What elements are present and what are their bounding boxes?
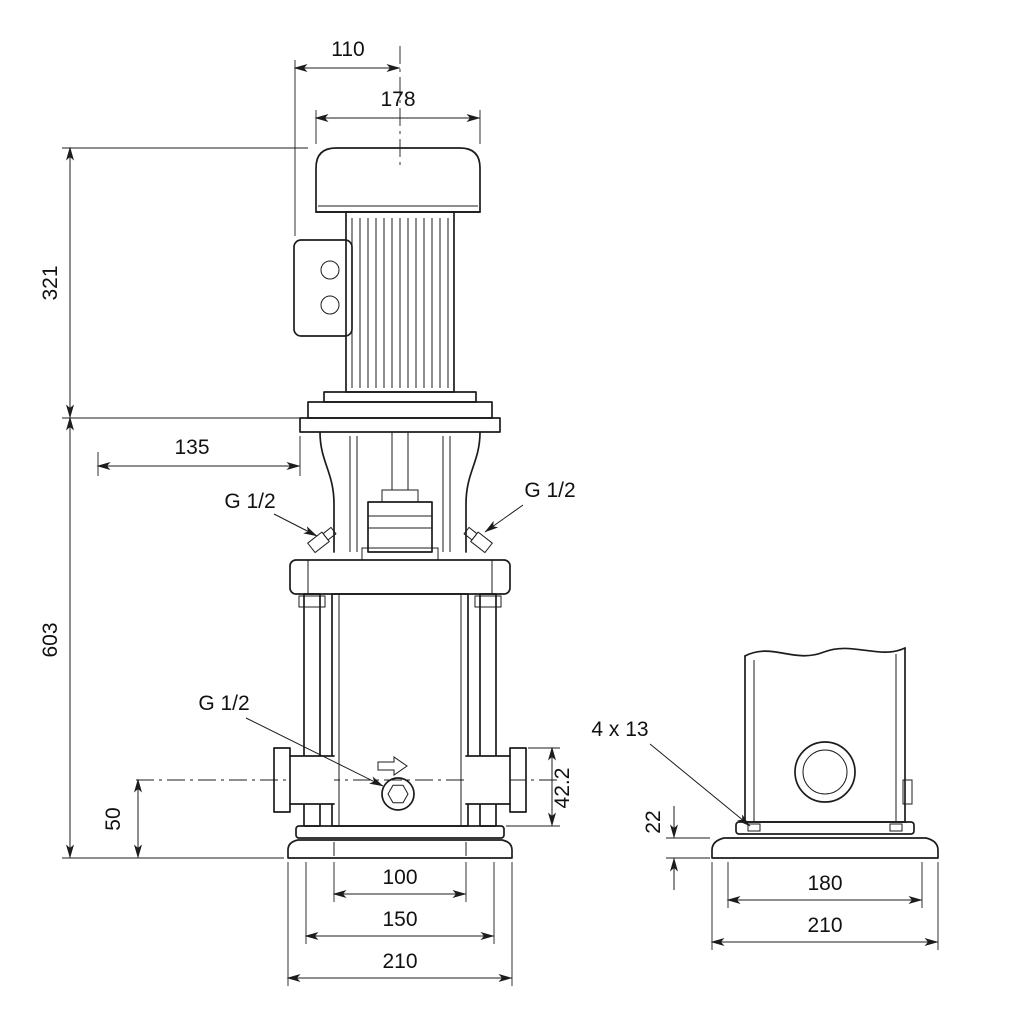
dim-base-width-outer: 210 [286,862,513,986]
vent-right-label: G 1/2 [524,479,575,502]
dim-178-label: 178 [380,88,415,111]
dim-50-label: 50 [102,807,125,830]
drain-plug [377,756,415,811]
discharge-port [465,747,527,813]
vent-plug-left [306,526,337,554]
dim-210-side-label: 210 [807,914,842,937]
dim-603-label: 603 [39,622,62,657]
dim-fan-guard-width: 110 [293,38,401,236]
label-vent-plug-left: G 1/2 [224,490,318,537]
dim-base-height: 22 [642,806,710,890]
pump-head-flange [289,559,511,595]
dim-port-height: 50 [102,778,142,859]
dim-110-label: 110 [331,38,364,61]
dim-180-label: 180 [807,872,842,895]
front-view: 110 178 321 135 603 [39,38,576,986]
vent-left-label: G 1/2 [224,490,275,513]
dim-150-label: 150 [382,908,417,931]
label-bolt-holes: 4 x 13 [591,718,751,827]
label-vent-plug-right: G 1/2 [484,479,576,533]
label-drain-plug: G 1/2 [198,692,384,787]
dim-base-depth-outer: 210 [710,862,939,950]
vent-plug-right [463,526,494,554]
dim-motor-width: 178 [314,88,481,144]
dim-pump-height: 603 [39,416,284,859]
motor [307,147,493,419]
dim-22-label: 22 [642,810,665,833]
dim-135-label: 135 [174,436,209,459]
terminal-box [293,239,353,337]
chamber-stack [298,593,502,827]
nameplate-tab [902,779,913,805]
bolt-hole-left [747,823,761,832]
side-port-circle [794,741,856,803]
dim-100-label: 100 [382,866,417,889]
pump-base [287,825,513,859]
dim-42-2-label: 42.2 [551,768,574,809]
motor-stool [299,417,501,561]
bolt-hole-right [889,823,903,832]
dim-base-width-mid: 150 [304,862,495,944]
dim-321-label: 321 [39,265,62,300]
suction-port [273,747,335,813]
side-base [711,821,939,859]
dim-motor-height: 321 [39,146,308,419]
dim-port-to-base: 42.2 [506,746,574,827]
bolt-holes-label: 4 x 13 [591,718,648,741]
side-sleeve [744,647,913,823]
dim-base-depth-inner: 180 [726,862,923,908]
dim-head-width: 135 [96,436,301,476]
dim-base-width-inner: 100 [332,862,467,902]
flow-arrow-icon [377,756,408,776]
side-view: 4 x 13 22 180 210 [591,647,939,950]
dim-210-front-label: 210 [382,950,417,973]
drain-label: G 1/2 [198,692,249,715]
